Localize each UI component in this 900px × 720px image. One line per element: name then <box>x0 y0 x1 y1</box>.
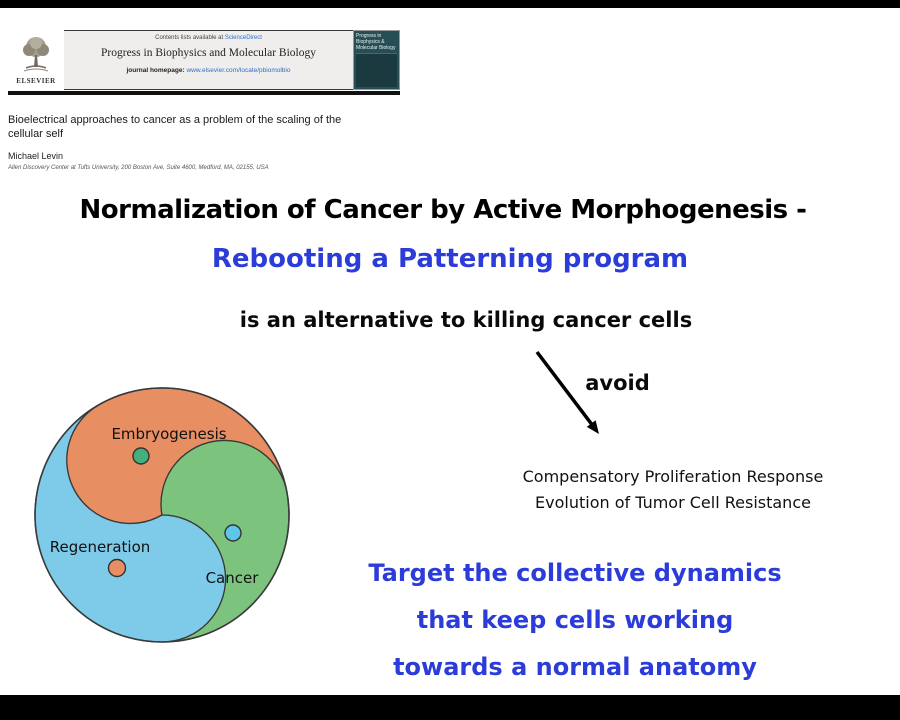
homepage-line: journal homepage: www.elsevier.com/locat… <box>64 67 353 74</box>
embryogenesis-label: Embryogenesis <box>111 425 226 443</box>
elsevier-tree-icon <box>23 37 49 72</box>
journal-banner: Contents lists available at ScienceDirec… <box>64 30 353 90</box>
dot-in-cancer <box>224 524 242 542</box>
target-statement: Target the collective dynamics that keep… <box>240 550 900 691</box>
consequences-block: Compensatory Proliferation Response Evol… <box>430 464 900 516</box>
paper-author: Michael Levin <box>8 151 64 161</box>
header-rule <box>8 91 400 95</box>
journal-cover-thumbnail: Progress in Biophysics & Molecular Biolo… <box>353 30 400 90</box>
slide-canvas: ELSEVIER Contents lists available at Sci… <box>0 8 900 695</box>
consequence-line-1: Compensatory Proliferation Response <box>522 467 824 486</box>
diagram-outer-circle <box>34 387 290 643</box>
paper-affiliation: Allen Discovery Center at Tufts Universi… <box>8 165 269 171</box>
avoid-label: avoid <box>585 371 650 395</box>
paper-title: Bioelectrical approaches to cancer as a … <box>8 114 342 140</box>
contents-line: Contents lists available at ScienceDirec… <box>64 35 353 41</box>
contents-prefix: Contents lists available at <box>155 35 225 41</box>
journal-homepage-link[interactable]: www.elsevier.com/locate/pbiomolbio <box>186 67 291 74</box>
elsevier-wordmark: ELSEVIER <box>16 77 56 85</box>
target-line-3: towards a normal anatomy <box>393 653 757 681</box>
slide-heading-blue: Rebooting a Patterning program <box>211 244 689 274</box>
journal-header: ELSEVIER Contents lists available at Sci… <box>8 30 400 90</box>
embryogenesis-regeneration-cancer-diagram: Embryogenesis Regeneration Cancer <box>30 383 294 647</box>
dot-in-embryogenesis <box>132 447 150 465</box>
regeneration-label: Regeneration <box>50 538 151 556</box>
dot-in-regeneration <box>107 558 127 578</box>
sciencedirect-link[interactable]: ScienceDirect <box>224 35 262 41</box>
journal-title: Progress in Biophysics and Molecular Bio… <box>101 47 316 59</box>
journal-cover-title: Progress in Biophysics & Molecular Biolo… <box>356 33 396 51</box>
consequence-line-2: Evolution of Tumor Cell Resistance <box>535 493 811 512</box>
avoid-arrow <box>520 343 620 453</box>
cancer-label: Cancer <box>206 569 260 587</box>
target-line-1: Target the collective dynamics <box>368 559 782 587</box>
target-line-2: that keep cells working <box>416 606 734 634</box>
elsevier-logo: ELSEVIER <box>8 30 64 90</box>
slide-subheading: is an alternative to killing cancer cell… <box>239 308 693 332</box>
slide-heading-black: Normalization of Cancer by Active Morpho… <box>79 195 807 225</box>
homepage-prefix: journal homepage: <box>126 67 187 74</box>
journal-cover-art <box>356 53 397 87</box>
